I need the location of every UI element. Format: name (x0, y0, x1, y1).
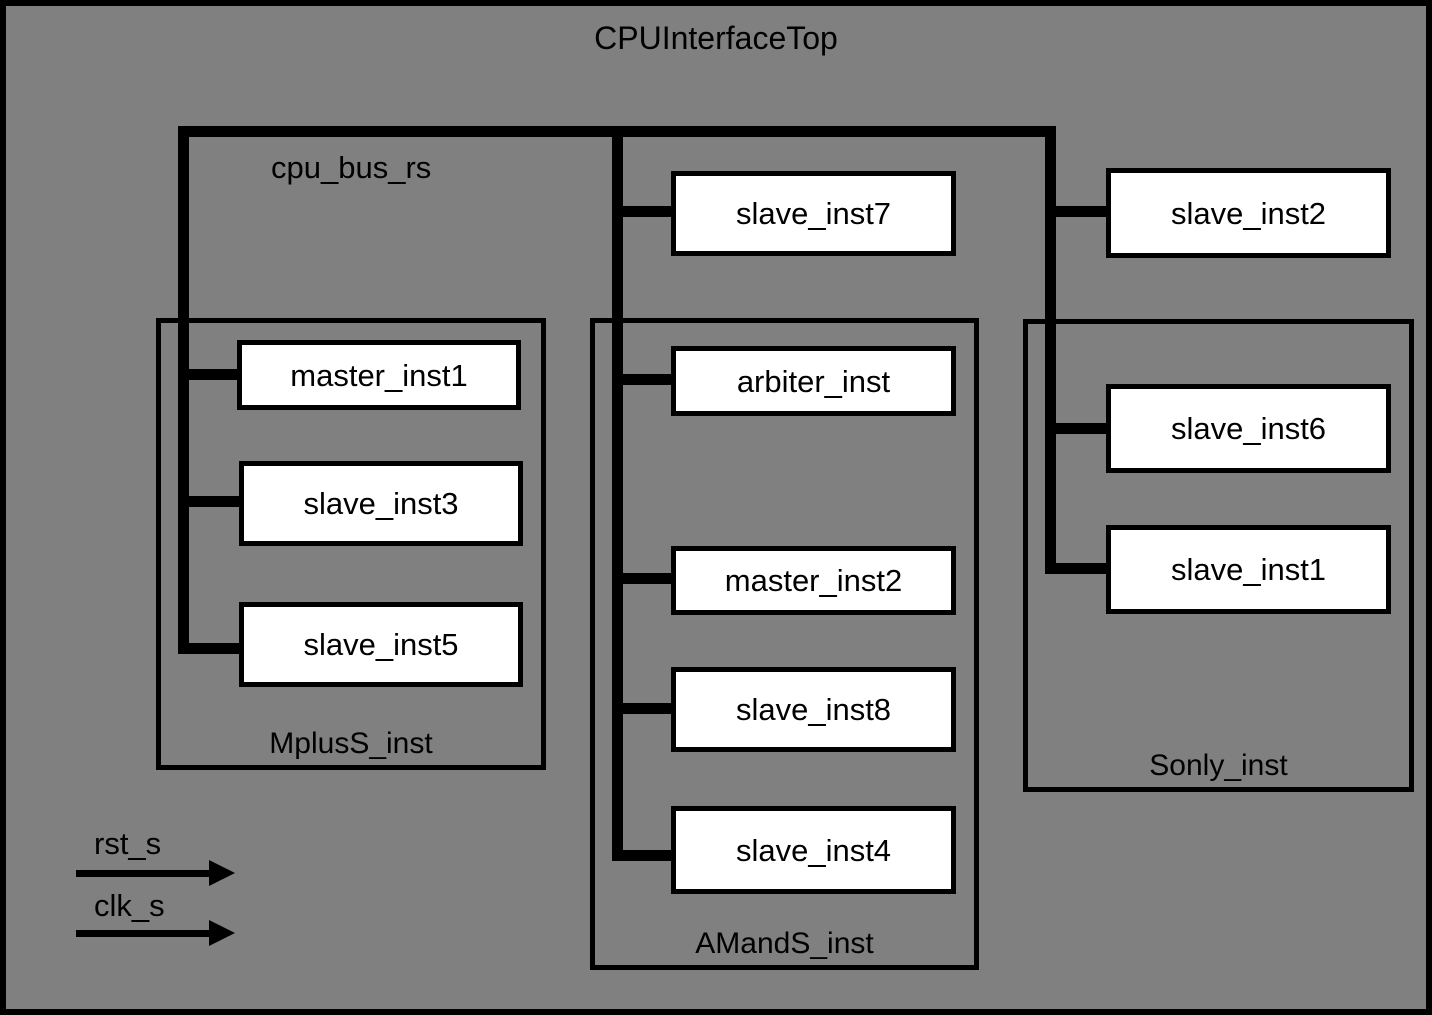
bus-stub-slave-inst3 (178, 496, 241, 507)
instance-slave-inst7[interactable]: slave_inst7 (671, 171, 956, 256)
signal-arrow-line-rst-s (76, 870, 216, 877)
bus-stub-slave-inst2 (1045, 206, 1110, 217)
bus-stub-master-inst1 (178, 369, 241, 380)
group-a-mand-s-inst[interactable]: AMandS_inst (590, 318, 979, 970)
group-label-mplus-s-inst: MplusS_inst (269, 727, 433, 760)
signal-label-clk-s: clk_s (94, 888, 165, 923)
instance-slave-inst4[interactable]: slave_inst4 (671, 806, 956, 894)
instance-slave-inst5[interactable]: slave_inst5 (239, 602, 523, 687)
signal-arrow-head-rst-s (209, 860, 235, 886)
instance-label-slave-inst8: slave_inst8 (735, 692, 892, 727)
bus-riser-middle (612, 126, 623, 861)
instance-master-inst2[interactable]: master_inst2 (671, 546, 956, 615)
instance-slave-inst1[interactable]: slave_inst1 (1106, 525, 1391, 614)
group-label-a-mand-s-inst: AMandS_inst (695, 927, 874, 960)
bus-stub-slave-inst5 (178, 643, 241, 654)
instance-slave-inst8[interactable]: slave_inst8 (671, 667, 956, 752)
signal-arrow-line-clk-s (76, 930, 216, 937)
bus-stub-master-inst2 (612, 573, 675, 584)
instance-label-slave-inst3: slave_inst3 (303, 486, 459, 521)
signal-arrow-head-clk-s (209, 920, 235, 946)
instance-slave-inst2[interactable]: slave_inst2 (1106, 168, 1391, 258)
instance-slave-inst6[interactable]: slave_inst6 (1106, 384, 1391, 473)
page-title: CPUInterfaceTop (594, 20, 838, 56)
instance-master-inst1[interactable]: master_inst1 (237, 340, 521, 410)
bus-stub-arbiter-inst (612, 374, 675, 385)
instance-label-slave-inst6: slave_inst6 (1170, 411, 1327, 446)
instance-label-slave-inst7: slave_inst7 (735, 196, 892, 231)
signal-label-rst-s: rst_s (94, 826, 162, 861)
instance-label-arbiter-inst: arbiter_inst (736, 363, 891, 399)
bus-label: cpu_bus_rs (271, 150, 432, 185)
instance-label-master-inst1: master_inst1 (290, 357, 468, 393)
instance-arbiter-inst[interactable]: arbiter_inst (671, 346, 956, 416)
bus-riser-right (1045, 126, 1056, 574)
group-label-sonly-inst: Sonly_inst (1149, 749, 1288, 782)
instance-label-slave-inst1: slave_inst1 (1170, 552, 1327, 587)
instance-label-slave-inst5: slave_inst5 (303, 627, 459, 662)
bus-stub-slave-inst6 (1045, 423, 1110, 434)
group-sonly-inst[interactable]: Sonly_inst (1023, 319, 1414, 792)
bus-riser-left (178, 126, 189, 654)
bus-stub-slave-inst7 (612, 206, 675, 217)
bus-stub-slave-inst4 (612, 850, 675, 861)
instance-label-slave-inst4: slave_inst4 (735, 832, 892, 868)
bus-stub-slave-inst8 (612, 703, 675, 714)
instance-label-master-inst2: master_inst2 (724, 563, 903, 598)
group-mplus-s-inst[interactable]: MplusS_inst (156, 318, 546, 770)
instance-slave-inst3[interactable]: slave_inst3 (239, 461, 523, 546)
bus-stub-slave-inst1 (1045, 563, 1110, 574)
instance-label-slave-inst2: slave_inst2 (1170, 195, 1327, 231)
